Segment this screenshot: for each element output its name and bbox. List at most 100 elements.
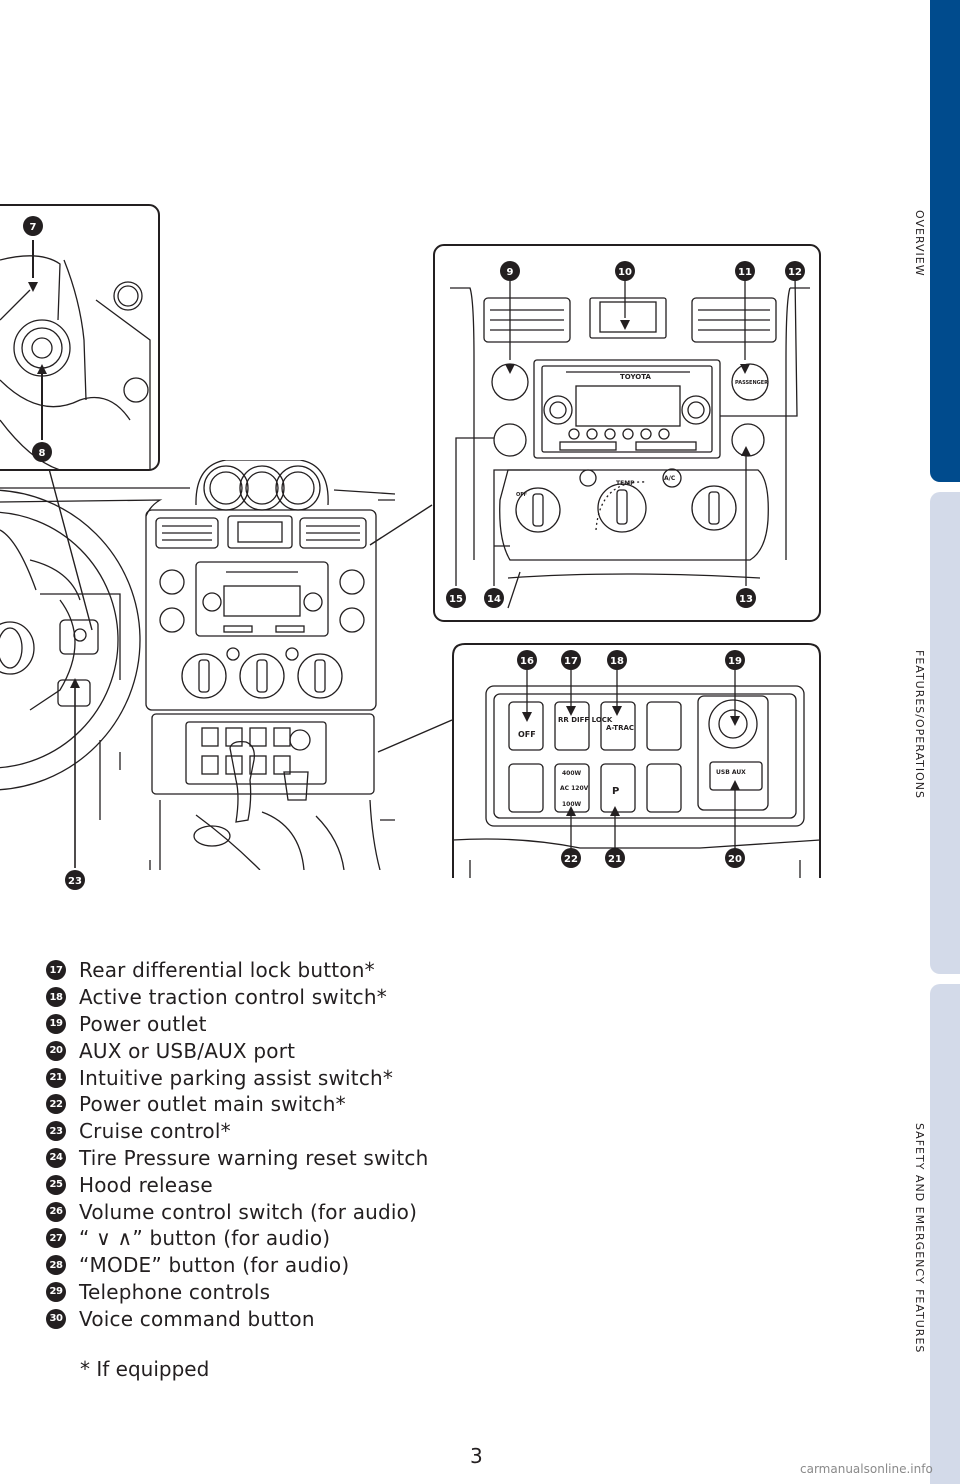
callout-8: 8 <box>32 442 52 462</box>
legend-item: 23 Cruise control* <box>46 1118 428 1145</box>
dashboard-overview-drawing <box>0 460 395 870</box>
ac-120v-label: AC 120V <box>560 785 589 792</box>
tab-overview-bar[interactable] <box>930 0 960 482</box>
legend-text: “MODE” button (for audio) <box>79 1253 350 1278</box>
legend-text: Telephone controls <box>79 1279 271 1304</box>
legend-text: Cruise control* <box>79 1119 231 1144</box>
passenger-label: PASSENGER <box>735 380 768 386</box>
legend-number-badge: 22 <box>46 1094 66 1115</box>
legend-item: 19 Power outlet <box>46 1011 428 1038</box>
callout-22: 22 <box>561 848 581 868</box>
legend-text: Rear differential lock button* <box>79 958 375 983</box>
svg-text:20: 20 <box>728 854 742 865</box>
dashboard-illustration: TOYOTA PASSENGER TEMP A/C OFF OFF RR DIF… <box>0 204 821 890</box>
legend-item: 24 Tire Pressure warning reset switch <box>46 1145 428 1172</box>
svg-text:12: 12 <box>788 267 802 278</box>
svg-text:22: 22 <box>564 854 578 865</box>
svg-text:9: 9 <box>507 267 514 278</box>
legend-text: Power outlet main switch* <box>79 1092 346 1117</box>
callout-14: 14 <box>484 588 504 608</box>
svg-text:15: 15 <box>449 594 463 605</box>
svg-text:13: 13 <box>739 594 753 605</box>
callout-11: 11 <box>735 261 755 281</box>
svg-text:10: 10 <box>618 267 632 278</box>
callout-17: 17 <box>561 650 581 670</box>
callout-23: 23 <box>65 870 85 890</box>
legend-text: Active traction control switch* <box>79 985 387 1010</box>
legend-text: Power outlet <box>79 1011 207 1036</box>
vsc-off-label: OFF <box>518 730 536 739</box>
legend-text: Tire Pressure warning reset switch <box>79 1145 429 1170</box>
legend-number-badge: 18 <box>46 987 66 1008</box>
legend-number-badge: 25 <box>46 1174 66 1195</box>
a-trac-label: A-TRAC <box>606 724 634 732</box>
svg-text:23: 23 <box>68 876 82 887</box>
legend-number-badge: 19 <box>46 1013 66 1034</box>
400w-label: 400W <box>562 770 582 777</box>
svg-text:19: 19 <box>728 656 742 667</box>
callout-15: 15 <box>446 588 466 608</box>
tab-features-bar[interactable] <box>930 492 960 974</box>
ac-label: A/C <box>664 475 676 482</box>
svg-text:21: 21 <box>608 854 622 865</box>
callout-21: 21 <box>605 848 625 868</box>
100w-label: 100W <box>562 801 582 808</box>
console-inset-frame <box>452 643 821 878</box>
legend-item: 22 Power outlet main switch* <box>46 1091 428 1118</box>
ignition-inset-frame <box>0 204 160 471</box>
legend-item: 18 Active traction control switch* <box>46 984 428 1011</box>
radio-brand-label: TOYOTA <box>620 373 651 381</box>
legend-number-badge: 28 <box>46 1255 66 1276</box>
svg-text:7: 7 <box>30 222 37 233</box>
callout-12: 12 <box>785 261 805 281</box>
footnote: * If equipped <box>80 1357 210 1381</box>
callout-16: 16 <box>517 650 537 670</box>
legend-number-badge: 17 <box>46 960 66 981</box>
callout-9: 9 <box>500 261 520 281</box>
callout-10: 10 <box>615 261 635 281</box>
legend-item: 29 Telephone controls <box>46 1279 428 1306</box>
legend-text: Hood release <box>79 1172 213 1197</box>
tab-safety-bar[interactable] <box>930 984 960 1484</box>
svg-text:11: 11 <box>738 267 752 278</box>
callout-legend: 17 Rear differential lock button* 18 Activ… <box>46 957 428 1332</box>
legend-number-badge: 27 <box>46 1228 66 1249</box>
legend-number-badge: 20 <box>46 1040 66 1061</box>
legend-item: 26 Volume control switch (for audio) <box>46 1198 428 1225</box>
legend-item: 17 Rear differential lock button* <box>46 957 428 984</box>
legend-text: AUX or USB/AUX port <box>79 1038 296 1063</box>
legend-text: Intuitive parking assist switch* <box>79 1065 394 1090</box>
svg-text:8: 8 <box>39 448 46 459</box>
callout-13: 13 <box>736 588 756 608</box>
legend-number-badge: 26 <box>46 1201 66 1222</box>
legend-item: 27 “ ∨ ∧” button (for audio) <box>46 1225 428 1252</box>
usb-aux-label: USB AUX <box>716 769 746 776</box>
legend-text: “ ∨ ∧” button (for audio) <box>79 1226 331 1251</box>
legend-item: 20 AUX or USB/AUX port <box>46 1037 428 1064</box>
fan-off-label: OFF <box>516 492 527 498</box>
callout-19: 19 <box>725 650 745 670</box>
legend-item: 30 Voice command button <box>46 1305 428 1332</box>
svg-text:16: 16 <box>520 656 534 667</box>
parking-assist-label: P <box>612 786 619 797</box>
legend-number-badge: 29 <box>46 1281 66 1302</box>
legend-text: Volume control switch (for audio) <box>79 1199 418 1224</box>
svg-text:17: 17 <box>564 656 578 667</box>
callout-20: 20 <box>725 848 745 868</box>
rr-diff-lock-label: RR DIFF LOCK <box>558 716 613 724</box>
legend-number-badge: 23 <box>46 1121 66 1142</box>
callout-18: 18 <box>607 650 627 670</box>
tab-features[interactable]: FEATURES/OPERATIONS <box>913 650 926 799</box>
legend-number-badge: 30 <box>46 1308 66 1329</box>
temp-label: TEMP <box>616 480 635 487</box>
svg-text:18: 18 <box>610 656 624 667</box>
legend-number-badge: 21 <box>46 1067 66 1088</box>
legend-text: Voice command button <box>79 1306 315 1331</box>
svg-text:14: 14 <box>487 594 501 605</box>
tab-overview[interactable]: OVERVIEW <box>913 210 926 277</box>
legend-item: 28 “MODE” button (for audio) <box>46 1252 428 1279</box>
page-number: 3 <box>470 1444 483 1468</box>
center-stack-inset-frame <box>433 244 821 622</box>
tab-safety[interactable]: SAFETY AND EMERGENCY FEATURES <box>913 1123 926 1354</box>
legend-number-badge: 24 <box>46 1147 66 1168</box>
